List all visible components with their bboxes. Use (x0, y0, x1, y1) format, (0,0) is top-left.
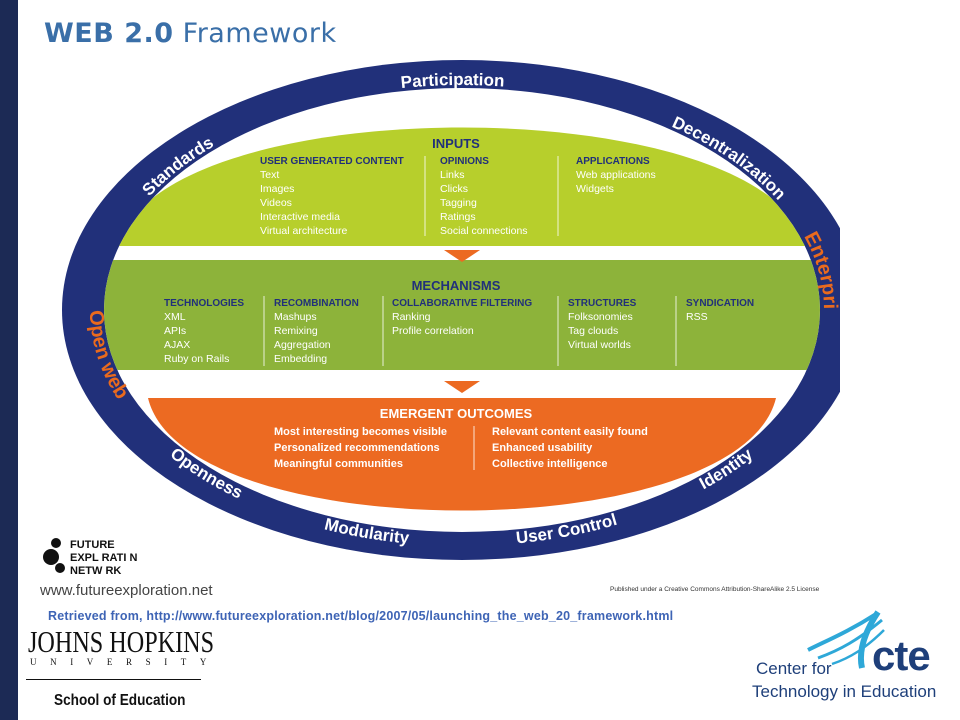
mech-item: RSS (686, 311, 708, 323)
inputs-item: Tagging (440, 197, 477, 209)
mech-item: XML (164, 311, 186, 323)
inputs-band (118, 127, 806, 246)
outcome-item: Enhanced usability (492, 442, 593, 454)
jhu-divider (26, 679, 201, 680)
inputs-item: Social connections (440, 225, 528, 237)
left-accent-bar (0, 0, 18, 720)
arrow-mechanisms-to-outcomes (444, 381, 480, 393)
fen-url: www.futureexploration.net (40, 582, 213, 599)
inputs-item: Videos (260, 197, 292, 209)
cte-swoosh-icon (807, 610, 885, 669)
cte-line1: Center for (756, 659, 832, 678)
outcomes-title: EMERGENT OUTCOMES (380, 406, 533, 421)
svg-text:EXPL RATI N: EXPL RATI N (70, 552, 137, 564)
inputs-item: Text (260, 169, 279, 181)
title-bold: WEB 2.0 (44, 18, 174, 49)
outcomes-band (148, 398, 776, 511)
inputs-item: Links (440, 169, 465, 181)
outcome-item: Collective intelligence (492, 458, 608, 470)
mech-col-head: SYNDICATION (686, 298, 754, 309)
mech-item: Profile correlation (392, 325, 474, 337)
inputs-item: Ratings (440, 211, 476, 223)
outcome-item: Meaningful communities (274, 458, 403, 470)
outcome-item: Relevant content easily found (492, 426, 648, 438)
web20-framework-diagram: INPUTS MECHANISMS EMERGENT OUTCOMES USER… (40, 58, 840, 560)
ring-label-participation: Participation (400, 70, 505, 92)
mech-item: Ruby on Rails (164, 353, 229, 365)
inputs-item: Interactive media (260, 211, 340, 223)
inputs-item: Images (260, 183, 294, 195)
mech-item: APIs (164, 325, 186, 337)
mechanisms-band (104, 260, 820, 370)
title-rest: Framework (182, 18, 337, 49)
cte-line2: Technology in Education (752, 682, 937, 701)
cte-logo: cte Center for Technology in Education (748, 610, 960, 720)
source-citation-link[interactable]: Retrieved from, http://www.futureexplora… (48, 609, 674, 623)
mech-item: Virtual worlds (568, 339, 631, 351)
mech-item: Tag clouds (568, 325, 618, 337)
license-note: Published under a Creative Commons Attri… (610, 586, 820, 593)
mech-item: AJAX (164, 339, 190, 351)
johns-hopkins-logo: JOHNS HOPKINS UNIVERSITY School of Educa… (26, 624, 236, 720)
svg-text:FUTURE: FUTURE (70, 539, 115, 551)
mech-col-head: COLLABORATIVE FILTERING (392, 298, 532, 309)
inputs-title: INPUTS (432, 136, 480, 151)
mech-col-head: RECOMBINATION (274, 298, 359, 309)
mech-item: Embedding (274, 353, 327, 365)
future-exploration-network-logo: FUTURE EXPL RATI N NETW RK (40, 535, 210, 579)
mech-item: Folksonomies (568, 311, 633, 323)
arrow-inputs-to-mechanisms (444, 250, 480, 262)
inputs-item: Web applications (576, 169, 656, 181)
svg-text:NETW RK: NETW RK (70, 565, 121, 577)
mech-item: Remixing (274, 325, 318, 337)
inputs-item: Clicks (440, 183, 468, 195)
inputs-col-head: OPINIONS (440, 156, 489, 167)
jhu-school: School of Education (54, 692, 186, 709)
fen-logo-graphic: FUTURE EXPL RATI N NETW RK (43, 538, 137, 577)
inputs-item: Widgets (576, 183, 614, 195)
inputs-item: Virtual architecture (260, 225, 348, 237)
cte-wordmark: cte (872, 632, 931, 679)
mech-item: Ranking (392, 311, 431, 323)
mech-item: Aggregation (274, 339, 331, 351)
inputs-col-head: USER GENERATED CONTENT (260, 156, 404, 167)
outcome-item: Most interesting becomes visible (274, 426, 447, 438)
jhu-university: UNIVERSITY (30, 657, 220, 667)
mech-col-head: STRUCTURES (568, 298, 637, 309)
mech-col-head: TECHNOLOGIES (164, 298, 244, 309)
jhu-name: JOHNS HOPKINS (28, 624, 215, 659)
mech-item: Mashups (274, 311, 317, 323)
outcome-item: Personalized recommendations (274, 442, 440, 454)
mechanisms-title: MECHANISMS (412, 278, 501, 293)
page-title: WEB 2.0 Framework (44, 18, 337, 49)
inputs-col-head: APPLICATIONS (576, 156, 650, 167)
